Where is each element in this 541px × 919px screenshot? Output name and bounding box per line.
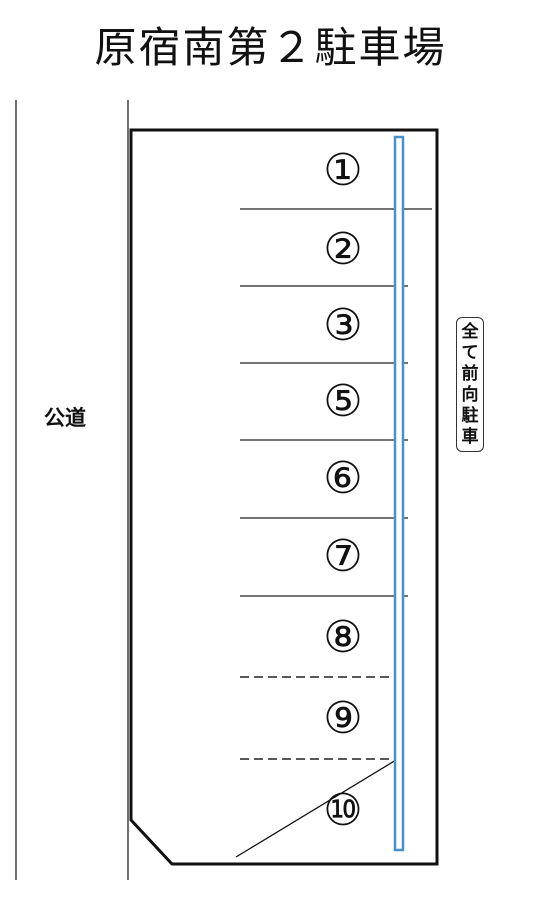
parking-space-label: ③ <box>323 300 363 351</box>
note-char: て <box>461 342 479 363</box>
public-road-label: 公道 <box>44 406 86 430</box>
diagonal-line <box>235 759 397 858</box>
parking-space-label: ⑨ <box>323 693 363 744</box>
parking-space-label: ② <box>323 224 363 275</box>
front-parking-note: 全 て 前 向 駐 車 <box>456 317 484 452</box>
lot-outline <box>129 128 439 866</box>
parking-space-label: ⑦ <box>323 531 363 582</box>
note-char: 全 <box>461 321 479 342</box>
note-char: 向 <box>461 384 479 405</box>
note-char: 駐 <box>461 405 479 426</box>
parking-space-label: ⑩ <box>323 785 363 836</box>
page-title: 原宿南第２駐車場 <box>94 23 447 72</box>
note-char: 前 <box>461 363 479 384</box>
parking-space-label: ① <box>323 145 363 196</box>
note-char: 車 <box>461 426 479 447</box>
parking-space-label: ⑥ <box>323 453 363 504</box>
blue-lane-marker <box>393 135 405 852</box>
parking-space-label: ⑤ <box>323 376 363 427</box>
parking-space-label: ⑧ <box>323 612 363 663</box>
